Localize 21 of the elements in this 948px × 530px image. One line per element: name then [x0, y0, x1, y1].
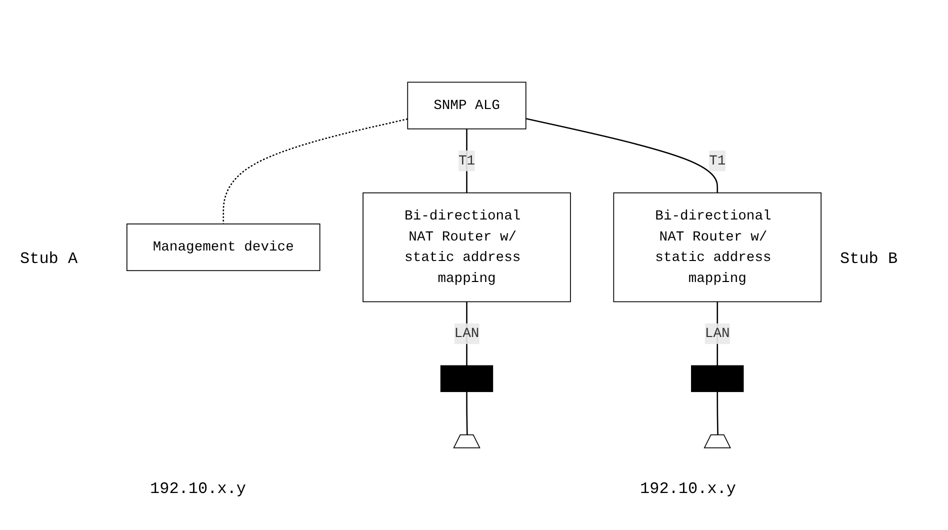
node-box: Bi-directional NAT Router w/ static address mapping — [613, 192, 822, 302]
connector — [716, 392, 718, 436]
connector — [466, 392, 468, 436]
node-box: Bi-directional NAT Router w/ static address mapping — [362, 192, 571, 302]
edge-label: T1 — [458, 153, 476, 169]
node-trapezoid — [453, 434, 480, 448]
annotation-text: 192.10.x.y — [640, 480, 736, 498]
annotation-text: Stub A — [20, 250, 78, 268]
node-bar — [691, 365, 744, 392]
node-trapezoid — [704, 434, 732, 448]
node-bar — [440, 365, 494, 392]
node-box: SNMP ALG — [407, 82, 526, 130]
edge-label: T1 — [709, 153, 726, 169]
annotation-text: 192.10.x.y — [150, 480, 246, 498]
connector — [466, 128, 468, 193]
connector — [526, 118, 718, 193]
annotation-text: Stub B — [840, 250, 898, 268]
edge-label: LAN — [454, 326, 480, 342]
connector — [222, 118, 408, 224]
edge-label: LAN — [704, 326, 730, 342]
node-box: Management device — [126, 224, 320, 272]
